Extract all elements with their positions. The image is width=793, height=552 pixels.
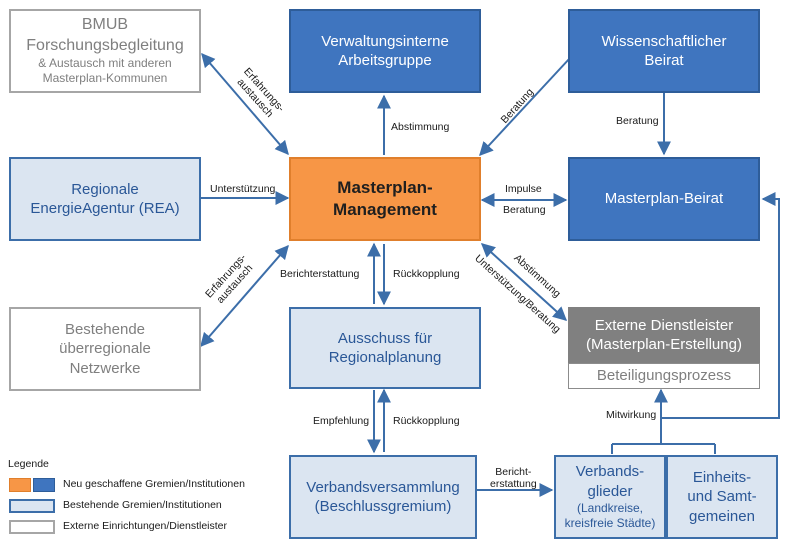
label-rueckkopplung-bot: Rückkopplung [393, 415, 460, 427]
label-rueckkopplung-top: Rückkopplung [393, 268, 460, 280]
versammlung-line2: (Beschlussgremium) [314, 498, 452, 515]
glieder-line3: (Landkreise, [576, 500, 644, 515]
netzwerke-line1: Bestehende [64, 321, 146, 339]
dienstleister-line1: Externe Dienstleister [594, 316, 734, 334]
legend-external-label: Externe Einrichtungen/Dienstleister [63, 520, 228, 532]
label-beratung-mid: Beratung [503, 204, 546, 216]
box-wissenschaft: Wissenschaftlicher Beirat [568, 9, 760, 93]
arrow-mitwirkung-beirat [661, 192, 780, 419]
box-ausschuss: Ausschuss für Regionalplanung [289, 307, 481, 389]
arrow-bmub-management [201, 52, 289, 156]
label-berichterstattung: Berichterstattung [280, 268, 360, 280]
box-gemeinden: Einheits- und Samt- gemeinen [666, 455, 778, 539]
legend-swatch-external [9, 520, 55, 534]
legend-swatch-blue [33, 478, 55, 492]
box-management: Masterplan- Management [289, 157, 481, 241]
label-bericht-2: erstattung [490, 478, 537, 491]
box-verwaltung: Verwaltungsinterne Arbeitsgruppe [289, 9, 481, 93]
box-masterplan-beirat: Masterplan-Beirat [568, 157, 760, 241]
box-verbandsglieder: Verbands- glieder (Landkreise, kreisfrei… [554, 455, 666, 539]
gemeinden-line1: Einheits- [692, 469, 752, 487]
arrow-management-dienstleister [480, 243, 568, 321]
legend-existing-label: Bestehende Gremien/Institutionen [63, 499, 222, 511]
box-rea: Regionale EnergieAgentur (REA) [9, 157, 201, 241]
box-dienstleister: Externe Dienstleister (Masterplan-Erstel… [568, 307, 760, 363]
mp-beirat-line1: Masterplan-Beirat [604, 190, 724, 208]
netzwerke-line2: überregionale [59, 340, 151, 358]
wissenschaft-line1: Wissenschaftlicher [601, 32, 727, 50]
verwaltung-line2: Arbeitsgruppe [338, 52, 432, 69]
arrow-wissenschaft-management [479, 57, 571, 157]
verwaltung-line1: Verwaltungsinterne [321, 32, 449, 50]
bmub-line4: Masterplan-Kommunen [42, 71, 168, 86]
ausschuss-line1: Ausschuss für [337, 329, 433, 347]
box-verbandsversammlung: Verbandsversammlung (Beschlussgremium) [289, 455, 477, 539]
box-beteiligungsprozess: Beteiligungsprozess [568, 363, 760, 389]
netzwerke-line3: Netzwerke [69, 359, 141, 377]
ausschuss-line2: Regionalplanung [328, 349, 442, 366]
beteiligungsprozess-text: Beteiligungsprozess [596, 367, 732, 385]
legend-new-label: Neu geschaffene Gremien/Institutionen [63, 478, 245, 490]
legend-swatch-existing [9, 499, 55, 513]
label-impulse: Impulse [505, 183, 542, 195]
versammlung-line1: Verbandsversammlung [306, 478, 460, 496]
label-beratung-right: Beratung [616, 115, 659, 127]
label-mitwirkung: Mitwirkung [606, 409, 657, 421]
rea-line1: Regionale [71, 180, 139, 198]
glieder-line2: glieder [587, 482, 633, 500]
label-unterstuetzung: Unterstützung [210, 183, 276, 195]
label-empfehlung: Empfehlung [313, 415, 370, 427]
bmub-line2: Forschungsbegleitung [26, 36, 184, 54]
label-bericht-1: Bericht- [495, 466, 532, 478]
glieder-line1: Verbands- [575, 463, 645, 481]
box-bmub: BMUB Forschungsbegleitung & Austausch mi… [9, 9, 201, 93]
wissenschaft-line2: Beirat [644, 52, 684, 69]
label-abstimmung-top: Abstimmung [391, 121, 450, 133]
dienstleister-line2: (Masterplan-Erstellung) [586, 336, 742, 353]
bmub-line1: BMUB [81, 16, 129, 34]
rea-line2: EnergieAgentur (REA) [30, 200, 180, 217]
legend-title: Legende [8, 458, 49, 470]
gemeinden-line3: gemeinen [689, 507, 755, 525]
gemeinden-line2: und Samt- [687, 488, 757, 506]
arrow-management-netzwerke [200, 244, 289, 348]
management-line2: Management [333, 200, 437, 219]
bmub-line3: & Austausch mit anderen [38, 56, 172, 71]
management-line1: Masterplan- [337, 178, 433, 198]
label-berichterstattung-small: Bericht- erstattung [490, 466, 537, 490]
box-netzwerke: Bestehende überregionale Netzwerke [9, 307, 201, 391]
legend-swatch-orange [9, 478, 31, 492]
glieder-line4: kreisfreie Städte) [564, 516, 656, 531]
